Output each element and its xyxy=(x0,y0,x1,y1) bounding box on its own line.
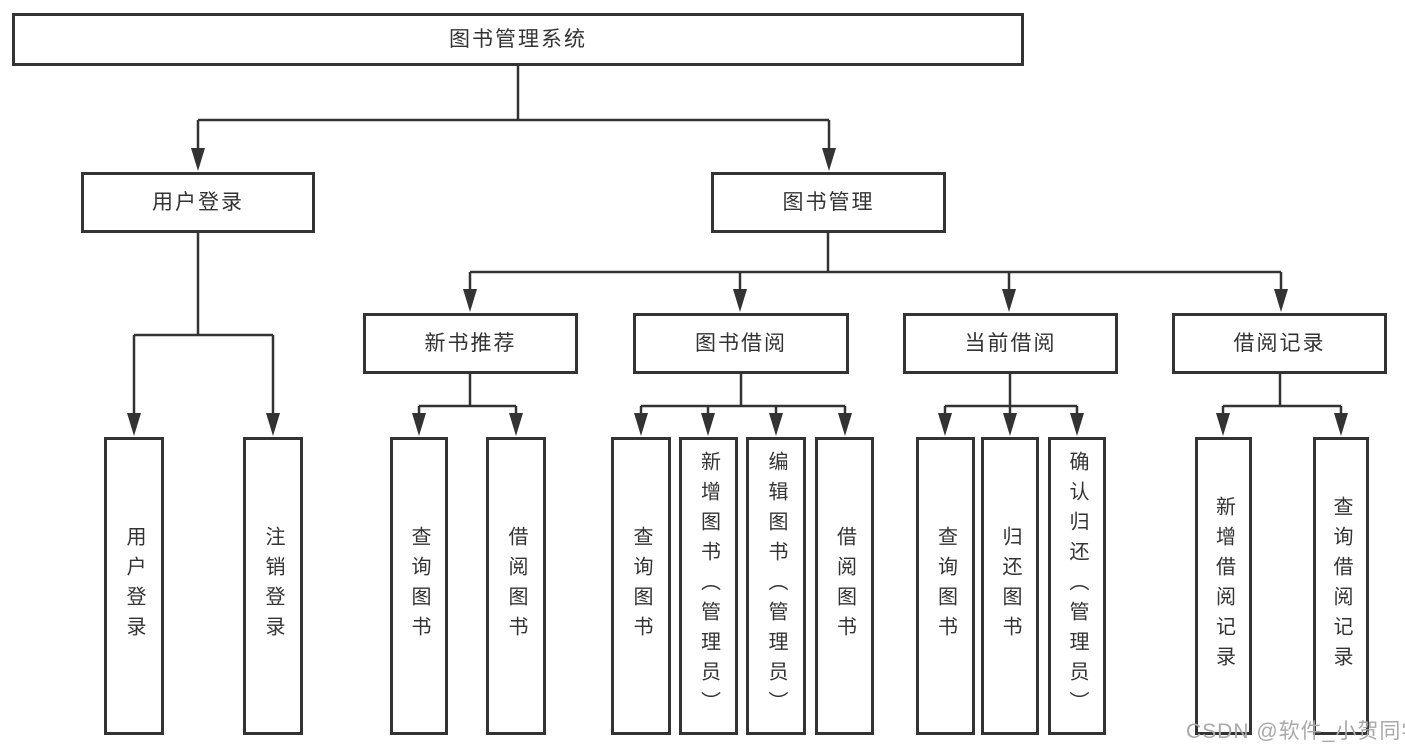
leaf-return-book: 归还图书 xyxy=(981,437,1039,735)
node-user-login: 用户登录 xyxy=(81,172,315,233)
node-borrowing-records: 借阅记录 xyxy=(1172,313,1387,374)
leaf-query-book-recommend: 查询图书 xyxy=(390,437,448,735)
leaf-borrow-book-recommend: 借阅图书 xyxy=(486,437,546,735)
leaf-confirm-return-admin: 确认归还（管理员） xyxy=(1048,437,1106,735)
leaf-logout: 注销登录 xyxy=(243,437,303,735)
leaf-edit-book-admin: 编辑图书（管理员） xyxy=(746,437,806,735)
leaf-query-book-current: 查询图书 xyxy=(916,437,975,735)
node-book-management: 图书管理 xyxy=(711,172,946,233)
connector-segments xyxy=(132,64,1343,418)
leaf-user-login: 用户登录 xyxy=(104,437,164,735)
arrowheads xyxy=(127,148,1348,436)
node-new-book-recommendation: 新书推荐 xyxy=(363,313,578,374)
leaf-add-borrow-record: 新增借阅记录 xyxy=(1195,437,1252,735)
leaf-query-book-borrowing: 查询图书 xyxy=(611,437,671,735)
leaf-add-book-admin: 新增图书（管理员） xyxy=(679,437,738,735)
node-library-management-system: 图书管理系统 xyxy=(12,13,1024,66)
leaf-borrow-book: 借阅图书 xyxy=(815,437,874,735)
csdn-watermark: CSDN @软件_小贺同学 xyxy=(1186,720,1405,743)
node-current-borrowing: 当前借阅 xyxy=(903,313,1118,374)
leaf-query-borrow-record: 查询借阅记录 xyxy=(1313,437,1369,735)
node-book-borrowing: 图书借阅 xyxy=(633,313,849,374)
